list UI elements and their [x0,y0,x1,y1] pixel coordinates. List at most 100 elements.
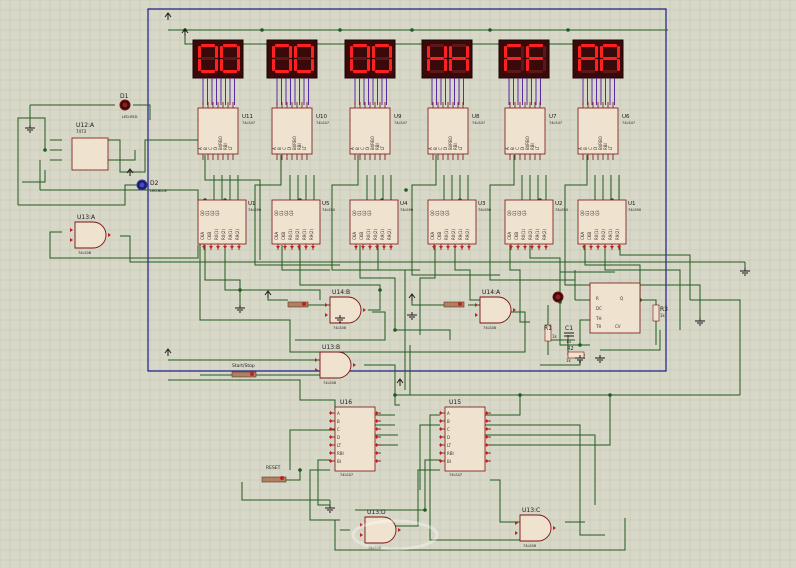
svg-text:R0(1): R0(1) [521,229,526,240]
svg-text:LT: LT [447,443,452,448]
gate-ref: U14:B [332,289,350,296]
wire-junction [608,393,612,397]
gate-part: 74LS08 [483,326,496,330]
svg-text:Q3: Q3 [595,210,600,216]
wire-junction [578,343,582,347]
segment [449,46,452,58]
svg-text:R9(2): R9(2) [309,229,314,240]
svg-text:LT: LT [302,145,307,150]
wire-junction [518,393,522,397]
svg-text:R0(2): R0(2) [373,229,378,240]
ic-u16-part: 74LS47 [340,473,353,477]
segment [504,46,507,58]
segment [603,57,617,60]
segment [275,44,289,47]
segment [275,57,289,60]
svg-text:A: A [198,147,203,150]
segment [289,46,292,58]
segment [427,46,430,58]
segment [444,59,447,71]
segment [367,59,370,71]
pushbutton-555[interactable] [552,291,564,303]
svg-text:R0(2): R0(2) [451,229,456,240]
svg-text:R9(1): R9(1) [302,229,307,240]
svg-text:LT: LT [608,145,613,150]
power-terminal [396,378,404,386]
svg-text:R0(1): R0(1) [594,229,599,240]
segment [529,70,543,73]
svg-text:R0(1): R0(1) [214,229,219,240]
segment [578,46,581,58]
svg-text:CKB: CKB [207,232,212,240]
svg-text:Q3: Q3 [289,210,294,216]
svg-text:Q2: Q2 [210,210,215,216]
segment [372,59,375,71]
svg-text:D: D [520,147,525,150]
counter-ref: U3 [478,201,486,207]
ground-symbol [595,355,605,363]
decoder-ref: U9 [394,114,402,120]
segment [289,59,292,71]
wire-junction [298,468,302,472]
segment [617,46,620,58]
svg-text:BI: BI [447,459,451,464]
segment [297,44,311,47]
svg-text:R9(2): R9(2) [542,229,547,240]
wire-junction [393,328,397,332]
svg-text:C: C [515,147,520,150]
svg-text:C: C [588,147,593,150]
svg-text:CKA: CKA [580,232,585,240]
segment [507,44,521,47]
timer-part: 7473 [76,129,87,134]
svg-text:BI/RBO: BI/RBO [218,136,223,150]
svg-text:Q1: Q1 [279,210,284,216]
svg-text:R9(1): R9(1) [380,229,385,240]
wire-junction [410,28,414,32]
reset-switch[interactable]: RESET [261,465,287,483]
svg-text:DC: DC [596,306,602,311]
svg-text:D: D [447,435,450,440]
segment [430,70,444,73]
segment [367,46,370,58]
counter-ref: U2 [555,201,563,207]
segment [452,57,466,60]
switch-u14b-input[interactable] [287,301,309,308]
counter-part: 74LS90 [322,208,335,212]
switch-u14a-input[interactable] [443,301,465,308]
segment [466,59,469,71]
svg-text:R9(2): R9(2) [387,229,392,240]
svg-text:CKA: CKA [200,232,205,240]
svg-text:Q1: Q1 [435,210,440,216]
svg-text:Q3: Q3 [367,210,372,216]
svg-text:LT: LT [380,145,385,150]
svg-text:Q3: Q3 [445,210,450,216]
svg-text:RBI: RBI [337,451,344,456]
svg-text:R0(1): R0(1) [288,229,293,240]
segment [198,59,201,71]
segment [581,70,595,73]
svg-text:RBI: RBI [453,143,458,150]
resistor-r1: R1 1k [544,324,558,342]
power-terminal [408,293,416,301]
segment [375,44,389,47]
svg-text:R0(2): R0(2) [601,229,606,240]
counter-part: 74LS90 [628,208,641,212]
wire-junction [404,188,408,192]
svg-text:CKA: CKA [352,232,357,240]
svg-text:R0(1): R0(1) [444,229,449,240]
segment [237,59,240,71]
svg-text:Q0: Q0 [274,210,279,216]
start-stop-switch[interactable]: Start/Stop [231,363,257,378]
wire-junction [338,28,342,32]
wire-junction [423,508,427,512]
svg-text:Q0: Q0 [352,210,357,216]
gate-ref: U13:D [367,509,386,516]
led-d2-ref: D2 [150,180,159,187]
ground-symbol [575,355,585,363]
